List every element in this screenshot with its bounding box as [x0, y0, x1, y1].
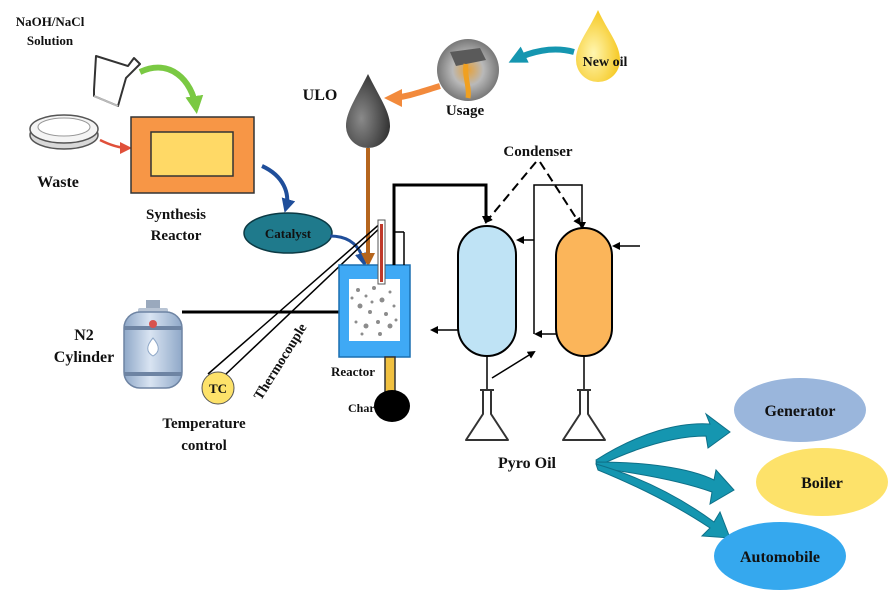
pyro-oil-flask-1: [465, 389, 509, 441]
boiler-node: [756, 448, 888, 516]
condenser-1: [457, 225, 517, 357]
char-outlet-pipe: [384, 356, 396, 396]
ulo-drop-icon: [346, 74, 390, 148]
pyro-oil-label: Pyro Oil: [498, 455, 556, 472]
usage-label: Usage: [446, 103, 485, 119]
solution-flow-arrow: [138, 64, 204, 114]
char-collector: [374, 390, 410, 422]
catalyst-node: [243, 212, 333, 254]
tc-wire-1: [225, 223, 385, 375]
tc-wire-2: [207, 221, 383, 375]
condenser-callout-2: [539, 161, 582, 226]
catalyst-label: Catalyst: [265, 226, 312, 241]
automobile-label: Automobile: [740, 549, 820, 566]
synthesis-reactor-label: Synthesis: [146, 207, 206, 223]
n2-label: N2: [74, 327, 94, 344]
waste-dish-icon: [29, 114, 99, 150]
solution-label: NaOH/NaCl: [16, 14, 85, 29]
n2-cylinder-icon: [123, 300, 183, 389]
vapor-line-to-condenser-1: [392, 183, 490, 265]
reactor-particles: [350, 286, 398, 336]
condenser-interconnect: [533, 184, 586, 334]
boiler-label: Boiler: [801, 475, 843, 492]
temperature-control-label: Temperature: [162, 416, 246, 432]
waste-label: Waste: [37, 174, 79, 191]
condenser-callout-1: [484, 161, 537, 224]
pyro-oil-flask-2: [562, 389, 606, 441]
thermocouple-probe: [377, 219, 386, 285]
ulo-label: ULO: [303, 87, 338, 104]
synthesis-reactor-label-2: Reactor: [151, 228, 202, 244]
reactor-label: Reactor: [331, 364, 375, 379]
solution-flask-icon: [93, 55, 141, 107]
temperature-control-label-2: control: [181, 438, 227, 454]
new-oil-drop-icon: [576, 10, 620, 82]
application-arrows: [595, 412, 735, 539]
generator-node: [734, 378, 866, 442]
tc-label: TC: [209, 381, 227, 396]
condenser-2: [555, 227, 613, 357]
engine-usage-icon: [437, 39, 499, 101]
synthesis-reactor-core: [150, 131, 234, 177]
thermocouple-label: Thermocouple: [252, 321, 311, 403]
condenser-label: Condenser: [503, 144, 573, 160]
tc-controller: [201, 371, 235, 405]
waste-flow-arrow: [99, 138, 132, 154]
synthesis-to-catalyst-arrow: [261, 164, 296, 213]
solution-label-2: Solution: [27, 33, 74, 48]
usage-to-ulo-arrow: [384, 83, 441, 107]
new-oil-to-usage-arrow: [508, 46, 575, 63]
automobile-node: [714, 522, 846, 590]
n2-label-2: Cylinder: [54, 349, 114, 366]
new-oil-label: New oil: [583, 55, 628, 70]
condenser-diag-link: [491, 350, 536, 379]
generator-label: Generator: [764, 403, 835, 420]
char-label: Char: [348, 401, 375, 415]
